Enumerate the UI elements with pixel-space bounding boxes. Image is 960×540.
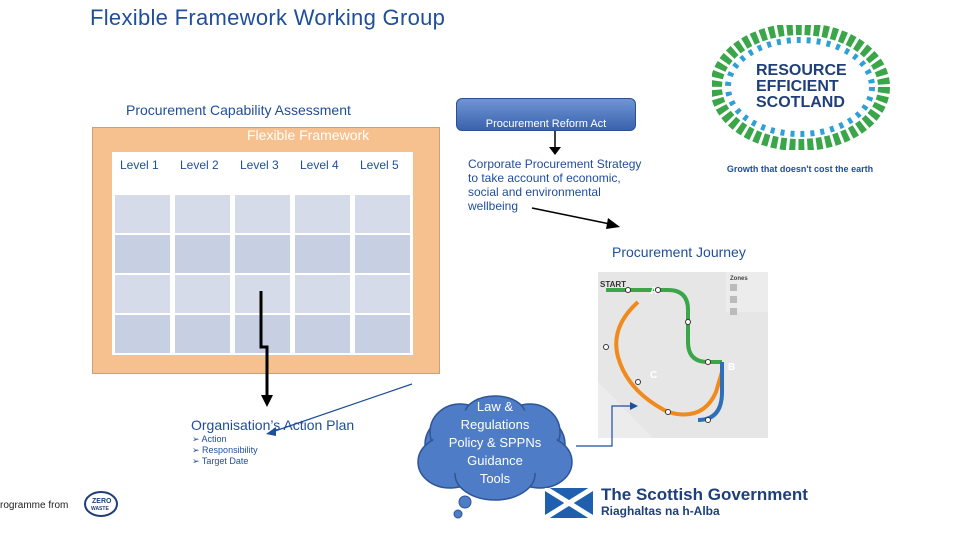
action-plan-title: Organisation’s Action Plan bbox=[191, 417, 355, 433]
cloud-line: Policy & SPPNs bbox=[448, 435, 542, 450]
grid-cell bbox=[114, 234, 171, 274]
strategy-to-journey-arrow bbox=[531, 207, 620, 229]
procurement-journey-map: START A B C Zones bbox=[598, 272, 768, 438]
grid-cell bbox=[114, 194, 171, 234]
grid-cell bbox=[354, 194, 411, 234]
action-item-label: Target Date bbox=[201, 456, 249, 466]
cloud-to-plan-arrow bbox=[266, 383, 413, 436]
cloud-line: Law & bbox=[476, 399, 514, 414]
saltire-flag-icon bbox=[545, 488, 593, 518]
grid-cell bbox=[354, 274, 411, 314]
assessment-title: Procurement Capability Assessment bbox=[126, 102, 351, 118]
grid-cell bbox=[234, 234, 291, 274]
grid-cell bbox=[174, 314, 231, 354]
logo-tagline: Growth that doesn't cost the earth bbox=[726, 164, 874, 174]
grid-cell bbox=[354, 234, 411, 274]
zero-waste-logo: ZERO WASTE bbox=[84, 491, 118, 517]
gov-gaelic-name: Riaghaltas na h-Alba bbox=[601, 504, 720, 518]
grid-cell bbox=[174, 274, 231, 314]
grid-cell bbox=[354, 314, 411, 354]
level-header: Level 4 bbox=[292, 152, 351, 192]
cloud-line: Regulations bbox=[460, 417, 530, 432]
action-item-label: Responsibility bbox=[202, 445, 258, 455]
gov-name: The Scottish Government bbox=[601, 485, 808, 504]
action-item-label: Action bbox=[201, 434, 227, 444]
zone-b-label: B bbox=[728, 362, 735, 373]
journey-title: Procurement Journey bbox=[612, 244, 746, 260]
action-plan-list: ➢ Action ➢ Responsibility ➢ Target Date bbox=[192, 434, 258, 467]
cloud-line: Guidance bbox=[467, 453, 523, 468]
map-start-label: START bbox=[600, 280, 626, 289]
zone-c-label: C bbox=[650, 370, 657, 381]
cloud-to-journey-arrow bbox=[576, 402, 638, 447]
list-item: ➢ Target Date bbox=[192, 456, 249, 466]
grid-cell bbox=[294, 234, 351, 274]
grid-to-plan-arrow bbox=[259, 291, 273, 407]
svg-text:WASTE: WASTE bbox=[91, 506, 109, 512]
reform-down-arrow bbox=[549, 131, 561, 155]
list-item: ➢ Action bbox=[192, 434, 227, 444]
grid-cell bbox=[174, 194, 231, 234]
grid-cell bbox=[234, 194, 291, 234]
svg-text:EFFICIENT: EFFICIENT bbox=[756, 78, 839, 95]
reform-act-box: Procurement Reform Act bbox=[456, 98, 636, 131]
grid-cell bbox=[114, 314, 171, 354]
zero-waste-label: rogramme from bbox=[0, 500, 69, 511]
svg-text:RESOURCE: RESOURCE bbox=[756, 62, 847, 79]
cloud-line: Tools bbox=[479, 471, 511, 486]
svg-text:SCOTLAND: SCOTLAND bbox=[756, 94, 845, 111]
level-header: Level 5 bbox=[352, 152, 411, 192]
page-title: Flexible Framework Working Group bbox=[90, 5, 446, 30]
level-header: Level 2 bbox=[172, 152, 231, 192]
law-regulations-cloud bbox=[417, 395, 573, 519]
grid-cell bbox=[294, 194, 351, 234]
grid-cell bbox=[294, 314, 351, 354]
framework-label: Flexible Framework bbox=[247, 127, 370, 143]
strategy-text: Corporate Procurement Strategy to take a… bbox=[468, 157, 642, 213]
list-item: ➢ Responsibility bbox=[192, 445, 258, 455]
grid-cell bbox=[174, 234, 231, 274]
cloud-text: Law & Regulations Policy & SPPNs Guidanc… bbox=[440, 398, 550, 488]
zone-a-label: A bbox=[650, 286, 657, 297]
level-header: Level 1 bbox=[112, 152, 171, 192]
level-header: Level 3 bbox=[232, 152, 291, 192]
resource-efficient-scotland-logo: RESOURCE EFFICIENT SCOTLAND bbox=[712, 25, 890, 150]
grid-cell bbox=[114, 274, 171, 314]
zones-heading: Zones bbox=[730, 276, 748, 282]
grid-cell bbox=[294, 274, 351, 314]
svg-text:ZERO: ZERO bbox=[92, 498, 112, 505]
